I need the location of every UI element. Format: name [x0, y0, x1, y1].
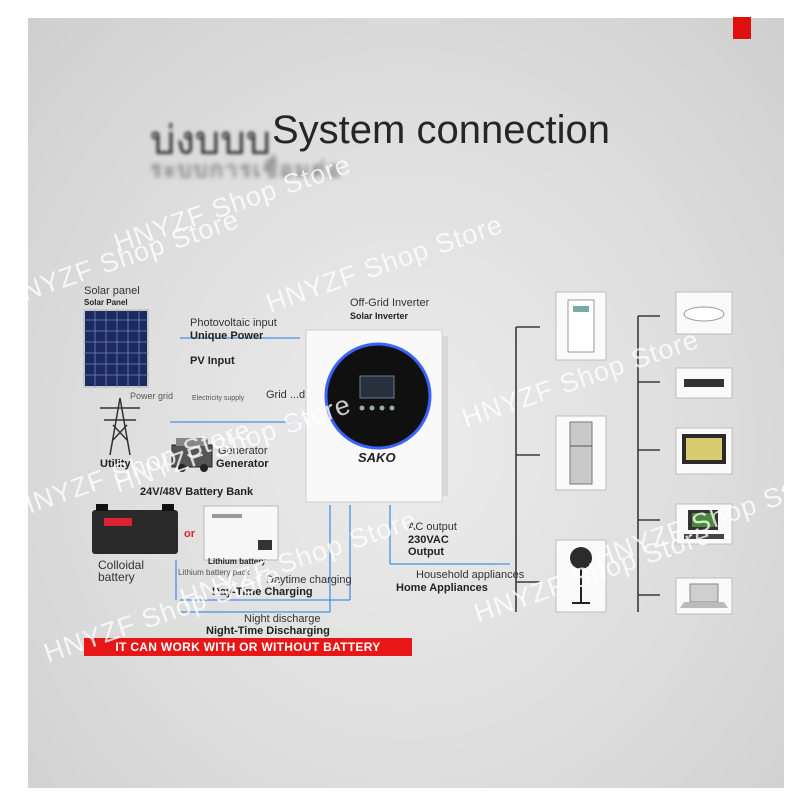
generator-icon [171, 438, 213, 472]
lithium-battery-icon [203, 505, 279, 561]
home-appliances-label: Home Appliances [396, 582, 488, 594]
ceiling-lamp-icon [675, 291, 733, 335]
night-discharge-label: Night discharge [244, 613, 321, 625]
desktop-computer-icon [675, 503, 733, 545]
pv-input-label: Photovoltaic input [190, 317, 277, 329]
battery-bank-label: 24V/48V Battery Bank [140, 486, 254, 498]
pv-unique-power-label: Unique Power [190, 330, 264, 342]
ac-output-label-en: Output [408, 546, 445, 558]
grid-label: Grid ...d [266, 389, 306, 401]
inverter-label: Off-Grid Inverter [350, 297, 430, 309]
colloidal-battery-icon [92, 504, 178, 554]
wire-lines [515, 315, 660, 612]
air-conditioner-icon [555, 291, 607, 361]
lithium-battery-pack-label: Lithium battery pack [178, 568, 250, 577]
television-icon [675, 427, 733, 475]
household-label: Household appliances [416, 569, 525, 581]
power-grid-label: Power grid [130, 391, 174, 401]
colloidal-battery-label: Colloidal [98, 558, 145, 572]
solar-panel-label-en: Solar Panel [84, 298, 128, 307]
laptop-icon [675, 577, 733, 615]
solar-panel-label: Solar panel [84, 285, 140, 297]
ac-output-label: AC output [408, 521, 457, 533]
generator-label: Generator [218, 445, 268, 457]
solar-panel-icon [83, 309, 149, 388]
lithium-battery-label: Lithium battery [208, 557, 266, 566]
page-title: System connection [272, 108, 610, 152]
electricity-supply-label: Electricity supply [192, 395, 245, 402]
blurred-subtitle: ระบบการเชื่อมต่อ [150, 157, 343, 182]
corner-marker [733, 17, 751, 39]
battery-optional-banner: IT CAN WORK WITH OR WITHOUT BATTERY [84, 638, 412, 656]
refrigerator-icon [555, 415, 607, 491]
dvd-player-icon [675, 367, 733, 399]
pv-input-label-en: PV Input [190, 355, 235, 367]
inverter-body [305, 329, 448, 503]
daytime-charging-label-en: Day-Time Charging [212, 586, 313, 598]
generator-label-en: Generator [216, 458, 269, 470]
inverter-brand-logo: SAKO [358, 450, 396, 465]
blurred-title-prefix: บ่งบบบ [150, 119, 272, 163]
night-discharge-label-en: Night-Time Discharging [206, 625, 330, 637]
battery-or-label: or [184, 528, 195, 540]
fan-icon [555, 539, 607, 613]
utility-label: Utility [100, 458, 131, 470]
ac-voltage-label: 230VAC [408, 534, 449, 546]
connection-lines [170, 337, 510, 613]
daytime-charging-label: Daytime charging [266, 574, 352, 586]
colloidal-battery-label-2: battery [98, 570, 135, 584]
inverter-label-en: Solar Inverter [350, 311, 409, 321]
power-tower-icon [100, 397, 140, 456]
